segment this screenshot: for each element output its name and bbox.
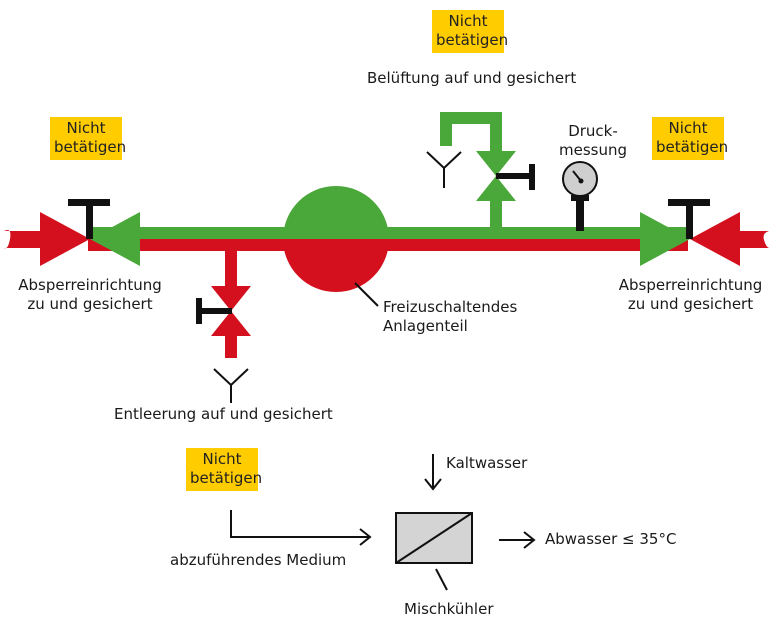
vessel-leader-line (354, 282, 379, 307)
vent-valve-upper (476, 151, 516, 176)
medium-arrow (230, 510, 372, 546)
shutoff-right-label: Absperreinrichtung zu und gesichert (608, 276, 773, 314)
drain-valve-stem (198, 308, 232, 314)
right-valve-red-half (690, 212, 740, 266)
drain-valve-lower (211, 311, 251, 336)
mixer-label: Mischkühler (404, 600, 494, 618)
vent-outlet-symbol (426, 151, 462, 188)
drain-riser-lower (225, 334, 237, 358)
mixer-leader-line (435, 568, 448, 591)
vent-left-leg (440, 112, 452, 146)
warning-tag-left: Nicht betätigen (50, 117, 127, 160)
section-label-line2: Anlagenteil (383, 317, 468, 335)
warning-tag-right-line2: betätigen (656, 138, 729, 156)
right-inlet-pipe (735, 231, 769, 248)
cold-water-arrow (424, 454, 442, 491)
section-label: Freizuschaltendes Anlagenteil (383, 298, 517, 336)
drain-outlet-symbol (213, 368, 249, 403)
left-valve-red-half (40, 212, 90, 266)
vent-valve-handle (529, 164, 535, 190)
cold-water-label: Kaltwasser (446, 454, 528, 472)
warning-tag-top-line2: betätigen (436, 31, 509, 49)
left-valve-handle (68, 199, 110, 206)
warning-tag-top-line1: Nicht (448, 12, 488, 30)
vent-label: Belüftung auf und gesichert (367, 69, 577, 87)
drain-riser-upper (225, 250, 237, 288)
vessel-red-bottom (283, 239, 389, 292)
warning-tag-right-line1: Nicht (668, 119, 708, 137)
shutoff-right-line2: zu und gesichert (627, 295, 754, 313)
right-valve-handle (668, 199, 710, 206)
vessel-green-top (283, 186, 389, 239)
warning-tag-left-line1: Nicht (66, 119, 106, 137)
waste-water-arrow (499, 531, 536, 549)
warning-tag-bottom: Nicht betätigen (186, 448, 263, 491)
warning-tag-bottom-line2: betätigen (190, 469, 263, 487)
pressure-label-line2: messung (558, 141, 627, 159)
section-label-line1: Freizuschaltendes (383, 298, 518, 316)
gauge-hub (578, 178, 584, 184)
gauge-stem (576, 197, 584, 231)
shutoff-left-label: Absperreinrichtung zu und gesichert (5, 276, 175, 314)
waste-water-label: Abwasser ≤ 35°C (545, 530, 677, 548)
vent-valve-stem (496, 173, 532, 179)
vent-top-bend (440, 112, 502, 124)
vent-valve-lower (476, 176, 516, 201)
left-valve-stem (86, 203, 93, 239)
warning-tag-bottom-line1: Nicht (202, 450, 242, 468)
medium-label: abzuführendes Medium (170, 551, 347, 569)
warning-tag-right: Nicht betätigen (652, 117, 729, 160)
pressure-label-line1: Druck- (568, 122, 618, 140)
shutoff-left-line1: Absperreinrichtung (18, 276, 162, 294)
right-valve-green-half (640, 212, 690, 266)
drain-valve-upper (211, 286, 251, 311)
drain-label: Entleerung auf und gesichert (114, 405, 333, 423)
warning-tag-left-line2: betätigen (54, 138, 127, 156)
warning-tag-top: Nicht betätigen (432, 10, 509, 53)
pressure-label: Druck- messung (548, 122, 638, 160)
mixer-diagonal (395, 512, 473, 564)
shutoff-left-line2: zu und gesichert (27, 295, 153, 313)
shutoff-right-line1: Absperreinrichtung (618, 276, 763, 294)
drain-valve-handle (196, 298, 202, 324)
left-valve-green-half (90, 212, 140, 266)
gauge-socket (571, 195, 589, 201)
vent-riser-upper (490, 124, 502, 154)
right-valve-stem (686, 203, 693, 239)
left-inlet-pipe (4, 230, 44, 249)
